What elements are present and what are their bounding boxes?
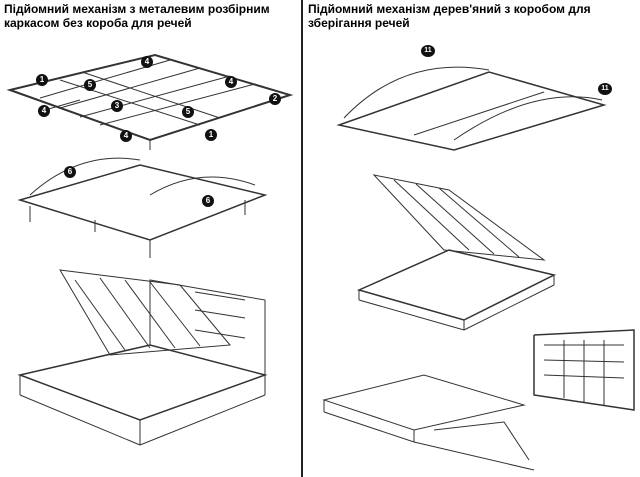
right-caption: Підйомний механізм дерев'яний з коробом … xyxy=(308,2,591,30)
right-illustration xyxy=(322,66,635,471)
part-number-badge: 2 xyxy=(269,93,281,105)
panel-divider xyxy=(301,0,303,477)
part-number-badge: 4 xyxy=(38,105,50,117)
part-number-badge: 5 xyxy=(84,79,96,91)
storage-box-drawing xyxy=(356,174,557,331)
part-number-badge: 5 xyxy=(182,106,194,118)
slatted-frame-drawing xyxy=(17,157,268,258)
part-number-badge: 6 xyxy=(202,195,214,207)
metal-frame-drawing xyxy=(6,53,294,150)
part-number-badge: 4 xyxy=(225,76,237,88)
left-caption: Підйомний механізм з металевим розбірним… xyxy=(4,2,270,30)
left-panel: Підйомний механізм з металевим розбірним… xyxy=(0,0,300,477)
part-number-badge: 11 xyxy=(598,83,612,95)
part-number-badge: 11 xyxy=(421,45,435,57)
left-illustration xyxy=(6,53,294,446)
part-number-badge: 6 xyxy=(64,166,76,178)
bed-lift-drawing xyxy=(17,269,268,446)
part-number-badge: 4 xyxy=(141,56,153,68)
bed-with-box-drawing xyxy=(322,329,635,471)
part-number-badge: 4 xyxy=(120,130,132,142)
right-panel: Підйомний механізм дерев'яний з коробом … xyxy=(304,0,640,477)
wooden-slatted-frame-drawing xyxy=(336,66,607,151)
part-number-badge: 1 xyxy=(36,74,48,86)
part-number-badge: 1 xyxy=(205,129,217,141)
part-number-badge: 3 xyxy=(111,100,123,112)
